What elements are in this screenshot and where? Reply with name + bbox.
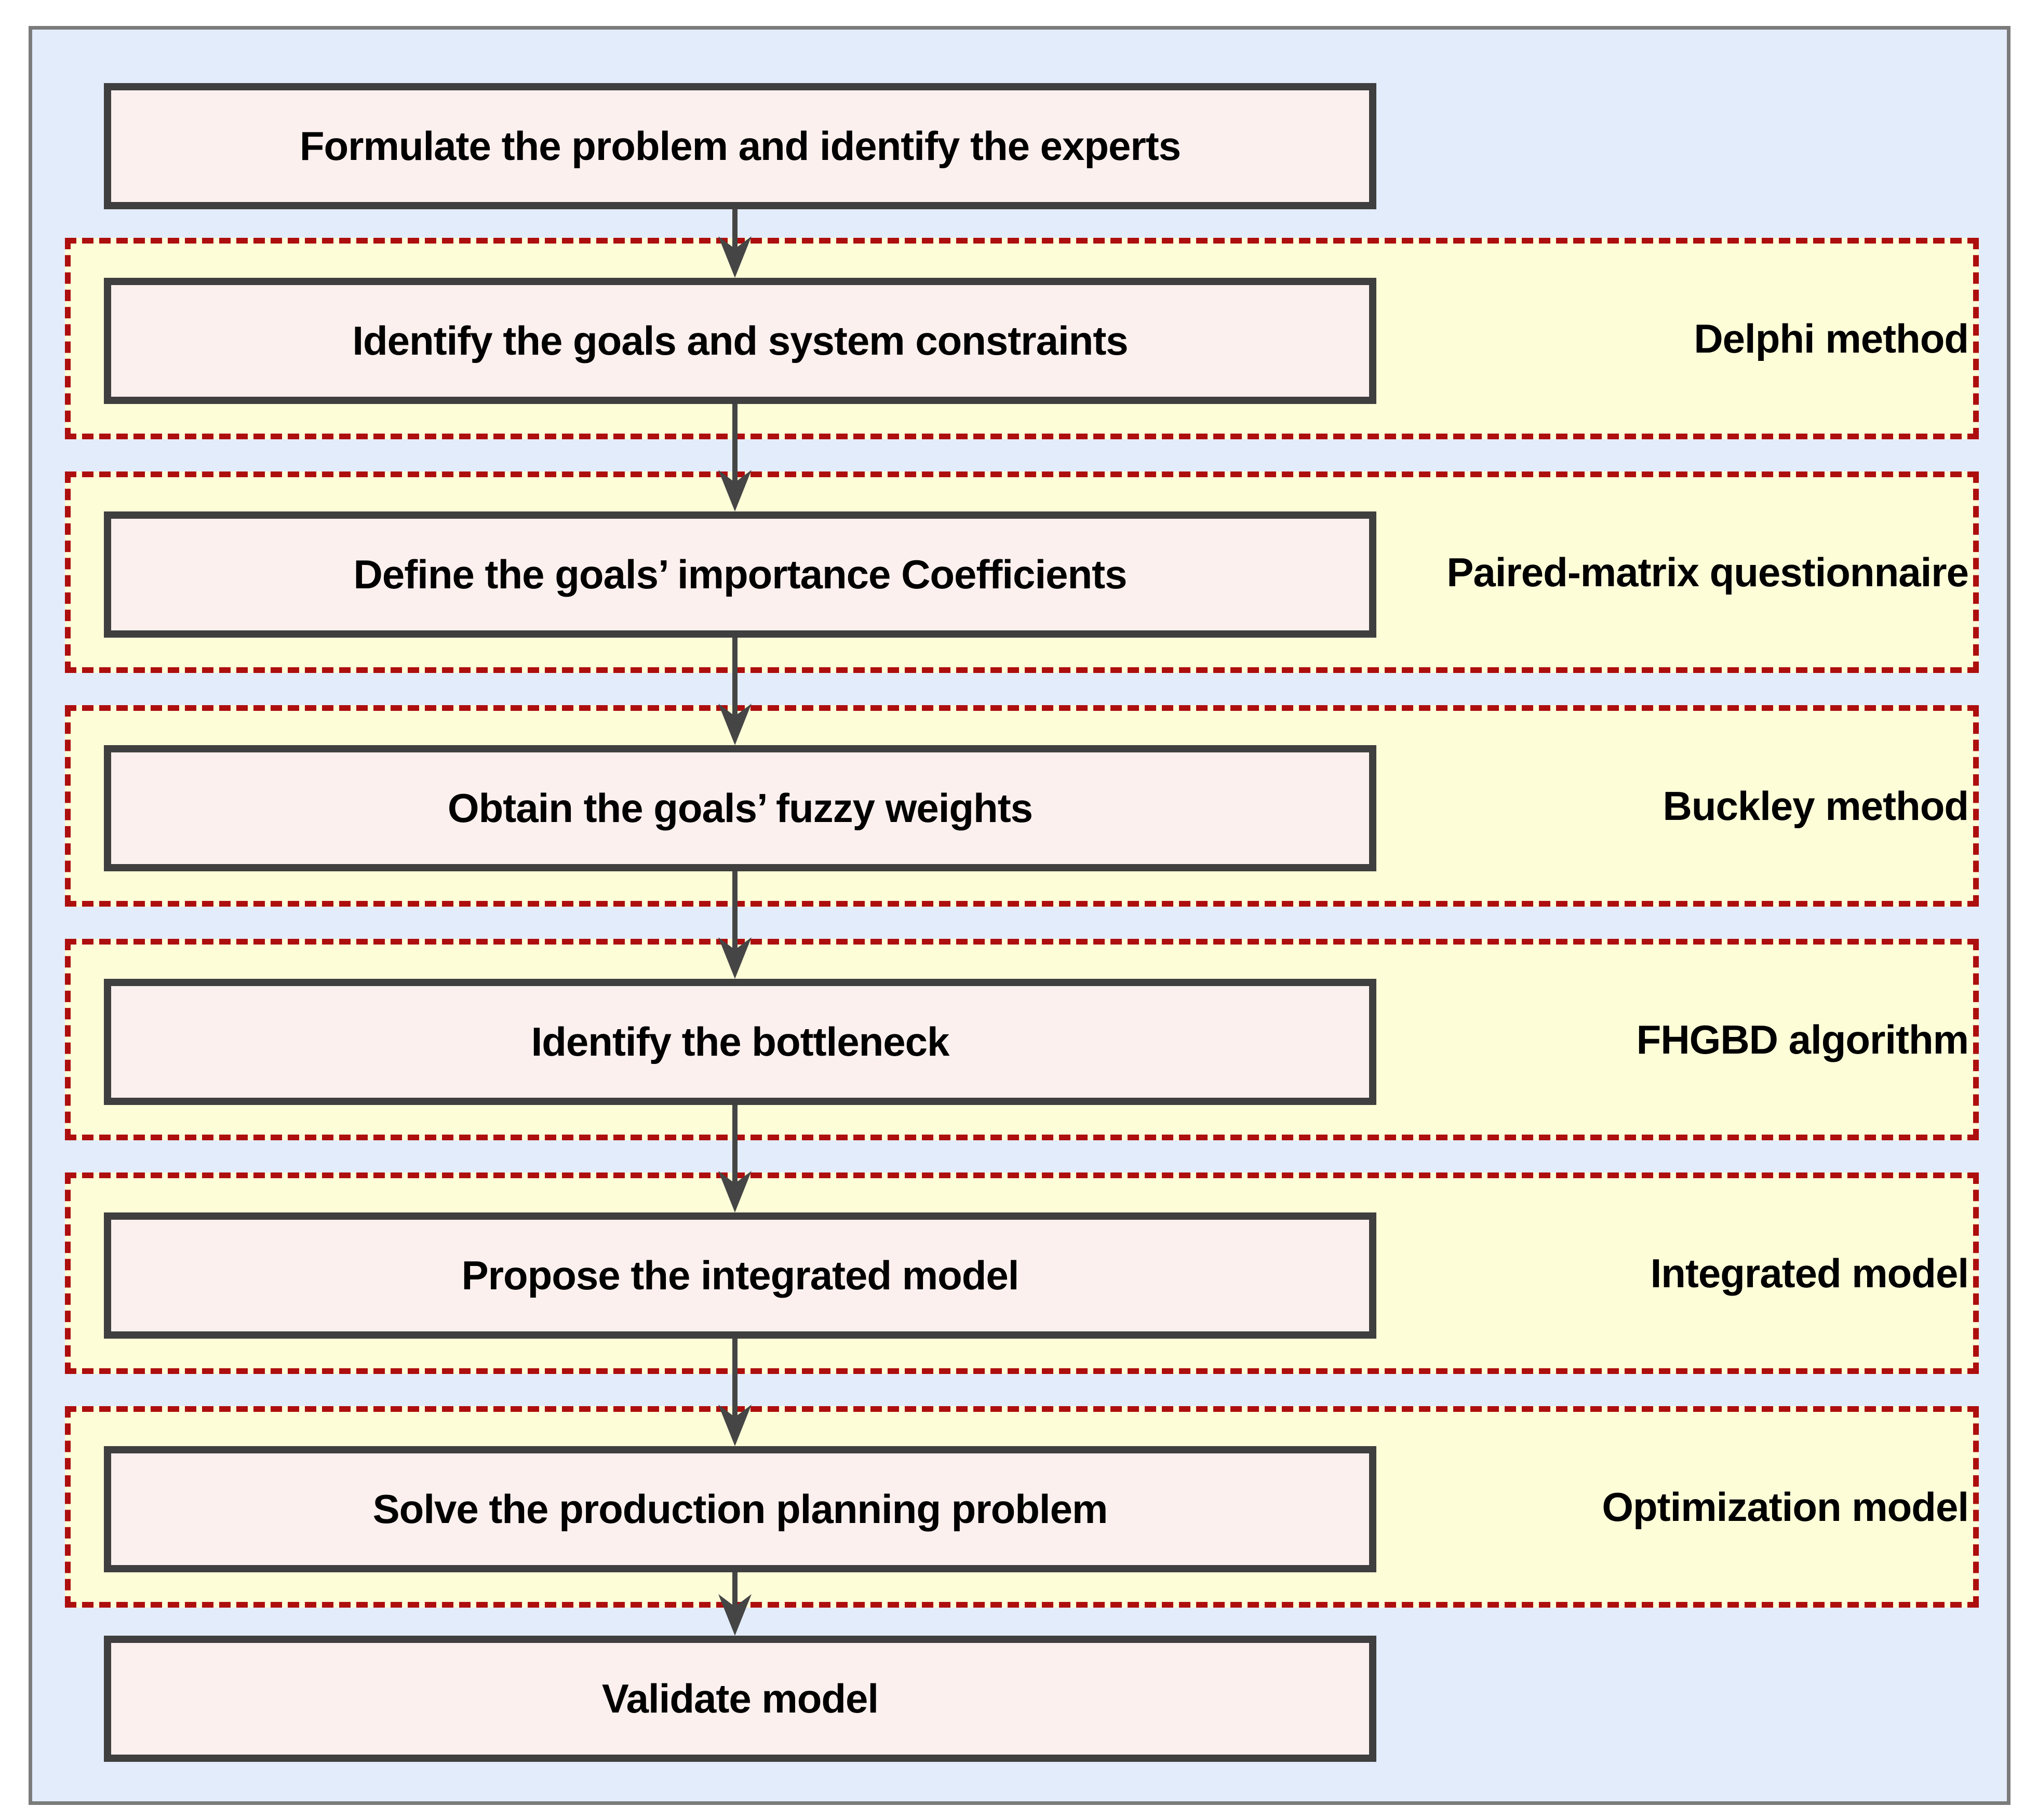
step-box-solve-production: Solve the production planning problem (104, 1446, 1376, 1572)
step-box-identify-bottleneck: Identify the bottleneck (104, 979, 1376, 1105)
step-label: Identify the bottleneck (531, 1019, 950, 1064)
step-box-validate-model: Validate model (104, 1636, 1376, 1762)
arrow-line (732, 871, 738, 951)
step-label: Identify the goals and system constraint… (352, 318, 1128, 363)
arrow-line (732, 404, 738, 483)
arrow-line (732, 208, 738, 250)
step-label: Define the goals’ importance Coefficient… (353, 551, 1128, 597)
method-label-fhgbd: FHGBD algorithm (1636, 1016, 1969, 1062)
method-label-delphi: Delphi method (1694, 315, 1969, 361)
arrow-line (732, 1105, 738, 1184)
method-label-integrated: Integrated model (1650, 1250, 1969, 1296)
method-label-optimization: Optimization model (1602, 1484, 1969, 1530)
step-label: Validate model (601, 1676, 879, 1721)
step-box-define-coefficients: Define the goals’ importance Coefficient… (104, 511, 1376, 638)
step-label: Obtain the goals’ fuzzy weights (447, 785, 1033, 831)
arrow-line (732, 1339, 738, 1418)
step-box-integrated-model: Propose the integrated model (104, 1212, 1376, 1339)
step-box-fuzzy-weights: Obtain the goals’ fuzzy weights (104, 745, 1376, 871)
arrow-line (732, 1572, 738, 1608)
step-label: Formulate the problem and identify the e… (299, 123, 1181, 169)
step-label: Propose the integrated model (461, 1252, 1020, 1298)
method-label-buckley: Buckley method (1663, 783, 1969, 829)
step-label: Solve the production planning problem (372, 1486, 1108, 1532)
method-label-paired-matrix: Paired-matrix questionnaire (1446, 549, 1969, 595)
step-box-identify-goals: Identify the goals and system constraint… (104, 278, 1376, 404)
step-box-formulate-problem: Formulate the problem and identify the e… (104, 83, 1376, 209)
arrow-line (732, 638, 738, 717)
